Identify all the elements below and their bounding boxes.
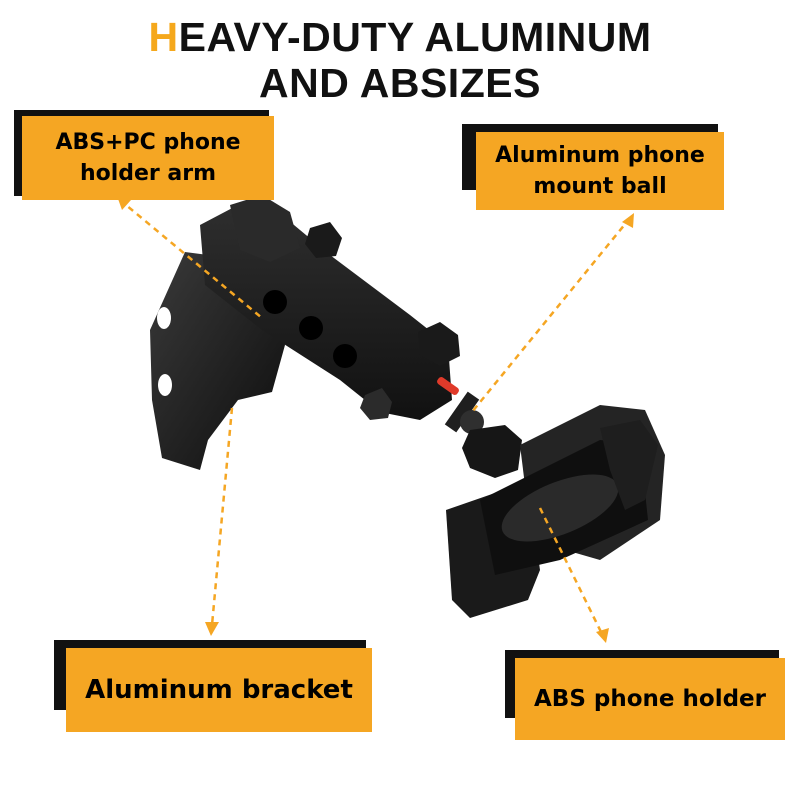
callout-arm-line-2: holder arm — [79, 161, 217, 186]
callout-bracket-label: Aluminum bracket — [85, 675, 353, 705]
callout-holder-box: ABS phone holder — [515, 658, 785, 740]
callout-holder: ABS phone holder — [505, 650, 785, 740]
phone-holder-arm-shape — [200, 195, 460, 420]
arrowhead-bracket — [205, 622, 219, 636]
mount-ball-shape — [444, 391, 522, 478]
red-accent-ring — [437, 377, 459, 395]
arm-knob-middle — [418, 322, 460, 366]
arm-hole-3 — [333, 344, 357, 368]
pointer-lines — [119, 199, 631, 637]
arm-hole-2 — [299, 316, 323, 340]
pointer-arm — [119, 199, 263, 319]
callout-arm-box: ABS+PC phone holder arm — [22, 116, 274, 200]
arrowhead-holder — [596, 628, 609, 643]
callout-arm: ABS+PC phone holder arm — [14, 110, 274, 200]
pointer-bracket — [210, 407, 234, 626]
holder-grip-pad — [501, 474, 619, 542]
title-line-1-rest: EAVY-DUTY ALUMINUM — [178, 14, 652, 60]
callout-arm-line-1: ABS+PC phone — [55, 130, 241, 155]
phone-holder-shape — [446, 405, 665, 618]
arrowhead-ball — [622, 213, 634, 228]
bracket-hole-bottom — [158, 374, 172, 396]
title-accent-letter: H — [148, 14, 179, 60]
arm-hole-1 — [263, 290, 287, 314]
callout-ball-line-2: mount ball — [533, 174, 667, 199]
bracket-hole-top — [157, 307, 171, 329]
callout-bracket-box: Aluminum bracket — [66, 648, 372, 732]
callout-bracket: Aluminum bracket — [54, 640, 372, 732]
callout-ball: Aluminum phone mount ball — [462, 124, 724, 210]
callout-ball-box: Aluminum phone mount ball — [476, 132, 724, 210]
title-line-1: HEAVY-DUTY ALUMINUM — [0, 14, 800, 60]
title-line-2: AND ABSIZES — [259, 60, 541, 106]
page-title: HEAVY-DUTY ALUMINUM AND ABSIZES — [0, 14, 800, 106]
pointer-ball — [471, 217, 631, 413]
pointer-holder — [538, 507, 605, 637]
callout-holder-label: ABS phone holder — [534, 686, 766, 712]
ball-knob — [462, 425, 522, 478]
callout-ball-line-1: Aluminum phone — [495, 143, 705, 168]
arm-knob-top — [305, 222, 342, 258]
arm-bolt — [360, 388, 392, 420]
